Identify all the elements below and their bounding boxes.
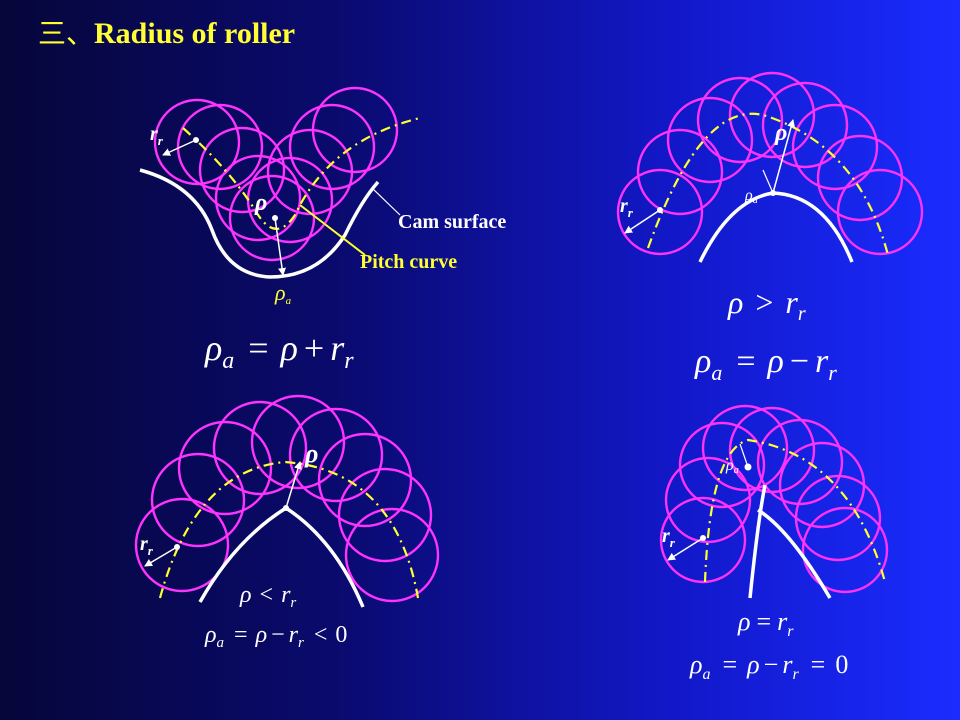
condition-less: ρ<rr (239, 582, 296, 611)
roller-circle (344, 507, 440, 603)
cam-surface (698, 191, 854, 263)
label-rr: rr (140, 533, 154, 558)
roller-circles (659, 404, 889, 594)
roller-circle (212, 400, 308, 496)
condition-equal: ρ=rr (737, 607, 794, 640)
label-rr: rr (150, 123, 164, 148)
roller-circle (801, 506, 889, 594)
roller-circle (836, 168, 924, 256)
cam-surface (139, 168, 380, 279)
roller-circle (288, 103, 376, 191)
rr-arrow (667, 537, 704, 561)
roller-circle (311, 86, 399, 174)
panel-convex-less: ρ rr ρ<rr ρa=ρ−rr<0 (134, 394, 440, 651)
pitch-curve (182, 116, 421, 230)
roller-circle (177, 420, 273, 516)
label-rho: ρ (774, 120, 787, 146)
roller-circle (153, 98, 241, 186)
pitch-curve (158, 460, 420, 599)
roller-circle (150, 452, 246, 548)
roller-circle (636, 128, 724, 216)
rho-a-arrow (762, 169, 774, 194)
roller-circles (616, 71, 924, 256)
roller-circle (666, 96, 754, 184)
label-rho: ρ (254, 190, 267, 216)
rho-arrow (772, 119, 796, 194)
roller-circle (198, 126, 286, 214)
title-prefix: 三、 (38, 17, 95, 50)
roller-circle (816, 134, 904, 222)
cam-surface-leader (371, 187, 401, 216)
rho-a-arrow (274, 217, 286, 276)
formula-concave: ρa=ρ+rr (204, 328, 354, 374)
formula-equal: ρa=ρ−rr=0 (689, 650, 848, 683)
cam-surface-label: Cam surface (398, 211, 506, 233)
label-rr: rr (662, 525, 676, 550)
formula-greater: ρa=ρ−rr (694, 343, 837, 385)
roller-circle (616, 168, 704, 256)
roller-circle (791, 103, 879, 191)
condition-greater: ρ>rr (727, 284, 806, 325)
panel-convex-equal: ρa rr ρ=rr ρa=ρ−rr=0 (659, 404, 889, 683)
roller-circle (214, 154, 302, 242)
cam-surface (757, 508, 832, 599)
rho-a-arrow (739, 443, 749, 468)
roller-circle (696, 76, 784, 164)
slide-title: 三、Radius of roller (38, 12, 295, 56)
formula-less: ρa=ρ−rr<0 (204, 622, 347, 651)
title-text: Radius of roller (94, 17, 296, 50)
roller-circle (794, 474, 882, 562)
rr-arrow (144, 546, 178, 567)
pitch-curve (646, 112, 890, 256)
roller-circle (678, 421, 766, 509)
roller-circle (659, 496, 747, 584)
roller-circle (317, 432, 413, 528)
roller-circle (337, 467, 433, 563)
label-rho-a: ρa (744, 187, 758, 206)
panel-concave: rr ρ ρa Cam surface Pitch curve ρa=ρ+rr (139, 86, 506, 374)
pitch-curve-label: Pitch curve (360, 251, 457, 273)
roller-circle (288, 407, 384, 503)
rr-arrow (624, 209, 661, 234)
roller-circle (756, 418, 844, 506)
panel-convex-greater: ρ ρa rr ρ>rr ρa=ρ−rr (616, 71, 924, 385)
roller-circle (701, 404, 789, 492)
roller-circle (250, 394, 346, 490)
roller-circle (176, 103, 264, 191)
label-rr: rr (620, 195, 634, 220)
roller-circle (664, 456, 752, 544)
pitch-curve (703, 438, 887, 583)
rho-arrow (285, 461, 302, 509)
roller-circle (228, 174, 316, 262)
pitch-curve-leader (299, 204, 366, 256)
label-rho-a: ρa (274, 280, 292, 307)
roller-circle (134, 497, 230, 593)
rr-arrow (162, 139, 197, 156)
cam-surface (748, 484, 767, 599)
roller-circle (728, 71, 816, 159)
roller-circles (153, 86, 399, 262)
label-rho-a: ρa (725, 457, 739, 476)
label-rho: ρ (304, 439, 318, 468)
roller-circle (761, 81, 849, 169)
roller-circles (134, 394, 440, 603)
